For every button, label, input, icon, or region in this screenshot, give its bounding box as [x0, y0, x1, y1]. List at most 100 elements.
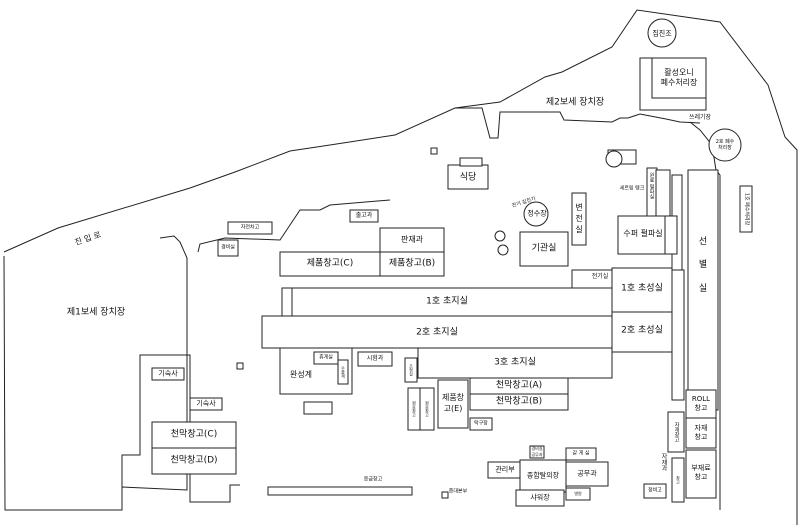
label-boiler: 기관실	[531, 243, 557, 254]
label-coop: 병원	[574, 491, 582, 496]
label-yard2: 제2보세 장치장	[545, 97, 605, 108]
prod-wh-e-shape	[437, 379, 469, 429]
boiler-circle-b	[497, 244, 509, 256]
pm3-shape	[417, 347, 613, 379]
dorm2-shape	[189, 397, 223, 411]
label-guard: 경비실	[221, 244, 235, 251]
label-misc-right: 창고	[676, 476, 681, 484]
label-tent-a: 천막창고(A)	[495, 380, 543, 391]
label-material-dept: 판재과	[400, 235, 424, 244]
label-bike-shed: 자전차고	[240, 224, 260, 231]
east-walk	[689, 121, 721, 510]
label-table-tennis: 탁구장	[474, 420, 488, 427]
label-water-tank: 정수장	[527, 209, 547, 218]
guard-shape	[217, 239, 239, 257]
label-yard1: 제1보세 장치장	[66, 307, 126, 318]
label-prod-wh-c: 제품창고(C)	[306, 258, 354, 269]
label-settling-tank: 세르링 탱크	[619, 185, 645, 192]
rest-shape	[643, 483, 667, 499]
label-finishing: 완성계	[289, 370, 313, 379]
label-pm3: 3호 초지실	[494, 357, 536, 368]
label-pm1: 1호 초지실	[426, 296, 468, 307]
label-gate-note: 중대본부	[448, 488, 468, 495]
prep-shape	[404, 357, 418, 383]
label-welfare: 종합탈의장	[526, 471, 560, 480]
right-tower	[739, 185, 753, 233]
material-wh2-shape	[667, 411, 685, 453]
label-works: 공무과	[577, 469, 597, 478]
boiler-circle-a	[494, 230, 506, 242]
label-admin: 관리부	[495, 465, 515, 474]
finish-box	[303, 401, 333, 415]
label-tent-b: 천막창고(B)	[495, 396, 543, 407]
label-rest: 정비고	[648, 487, 662, 494]
chimney-shape	[647, 18, 677, 48]
substation-shape	[571, 192, 587, 246]
label-cafeteria: 식당	[459, 172, 477, 183]
west-area-edge	[121, 354, 240, 503]
dorm1-shape	[151, 367, 185, 381]
label-finishing-note: 수출계	[341, 366, 346, 378]
store-small2-shape	[419, 387, 435, 431]
works-shape	[565, 461, 609, 487]
boiler-shape	[519, 231, 569, 267]
label-pm2: 2호 초지실	[416, 327, 458, 338]
label-dorm1: 기숙사	[158, 369, 178, 378]
label-tent-d: 천막창고(D)	[170, 455, 218, 466]
label-super-pulp: 수퍼 펄파실	[623, 229, 663, 238]
small-box-1	[430, 147, 438, 155]
label-paper2: 2호 초성실	[621, 325, 663, 336]
label-storage-note: 응급창고	[363, 476, 383, 483]
bike-shed-shape	[227, 221, 273, 235]
pulp-end	[664, 215, 678, 255]
water-tank-shape	[523, 201, 549, 227]
label-prep: 조정실	[409, 364, 414, 376]
label-welfare-top2: 공무과	[531, 452, 543, 457]
label-paper1: 1호 초성실	[621, 283, 663, 294]
label-welfare-top1: 경비실	[531, 446, 543, 451]
label-waste-yard: 쓰레기장	[688, 114, 712, 121]
paper-right-strip	[671, 269, 685, 401]
cafeteria-hat	[459, 157, 483, 167]
ship-garage-shape	[349, 209, 379, 223]
wastewater2-shape	[708, 128, 742, 162]
label-tent-c: 천막창고(C)	[170, 429, 218, 440]
small-box-3	[441, 491, 449, 499]
label-ship-garage: 출고과	[355, 212, 373, 219]
parts-wh-shape	[685, 449, 717, 499]
material-wh-shape	[685, 417, 717, 449]
welfare-top1-shape	[529, 445, 545, 459]
paper1-shape	[611, 267, 673, 313]
label-sort-room: 선 별 실	[698, 236, 708, 294]
site-boundary	[3, 9, 798, 525]
wastewater1-inner	[651, 57, 707, 99]
label-lab: 시험과	[366, 355, 384, 362]
label-prod-wh-e: 제품창 고(E)	[441, 393, 465, 413]
breakroom-shape	[565, 447, 597, 461]
small-box-2	[236, 362, 244, 370]
label-store-small2: 원료창고	[425, 401, 430, 417]
shower-shape	[515, 489, 565, 507]
pulp-store	[655, 169, 671, 219]
label-chimney: 집진조	[652, 29, 672, 38]
label-material-wh2: 자재창고	[673, 422, 680, 442]
label-parts-wh: 부재료 창고	[691, 463, 711, 481]
pm1-shape	[281, 287, 613, 317]
label-lounge: 휴게실	[319, 354, 333, 361]
label-roll-wh: ROLL 창고	[691, 394, 711, 412]
lounge-shape	[313, 351, 339, 365]
label-material-wh: 자재 창고	[694, 423, 708, 441]
label-wastewater1: 활성오니 폐수처리장	[660, 68, 698, 87]
site-boundary-inner	[197, 199, 391, 253]
label-material-dept2: 자재과	[660, 453, 667, 471]
prod-wh-c-shape	[279, 251, 381, 277]
label-dorm2: 기숙사	[196, 399, 216, 408]
settle-tank	[605, 150, 623, 168]
label-shower: 샤워장	[530, 493, 550, 502]
label-pulp-store: 원료 펄파실	[648, 172, 655, 200]
misc-right-shape	[671, 457, 685, 503]
label-breakroom: 같 게 실	[572, 450, 590, 457]
pm2-shape	[261, 315, 613, 349]
prod-wh-b-shape	[379, 251, 445, 277]
